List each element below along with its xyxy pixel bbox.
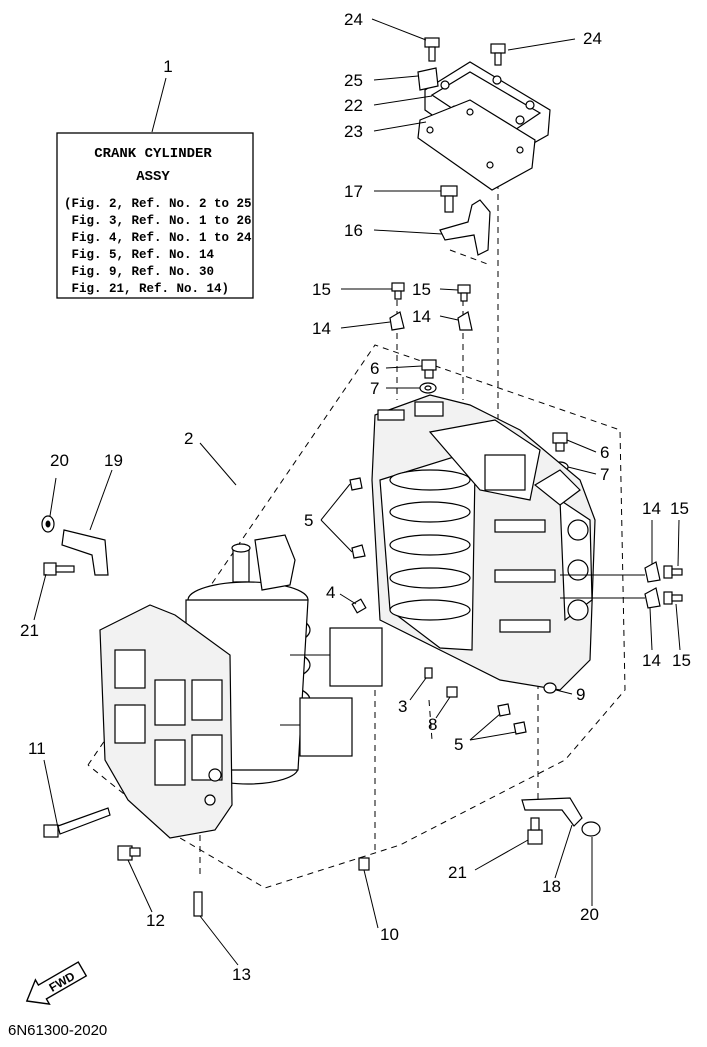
callout-23: 23 [344, 122, 363, 141]
plug-4 [351, 598, 367, 614]
exhaust-gasket [417, 99, 536, 191]
fitting-5-lower-b [513, 721, 527, 735]
clip-14-top-right [457, 311, 473, 331]
legend-line-4: Fig. 5, Ref. No. 14 [64, 248, 215, 262]
callout-13: 13 [232, 965, 251, 984]
bolt-15-top-right [457, 284, 471, 302]
plug-6-right [552, 432, 568, 452]
plug-12 [117, 845, 141, 861]
callout-17: 17 [344, 182, 363, 201]
crankcase [99, 604, 233, 839]
clip-25 [417, 67, 439, 91]
callout-15-right-bottom: 15 [672, 651, 691, 670]
bracket-19 [61, 529, 109, 576]
callout-16: 16 [344, 221, 363, 240]
legend-title-line2: ASSY [136, 169, 170, 185]
callout-21-right: 21 [448, 863, 467, 882]
callout-15-right-top: 15 [670, 499, 689, 518]
callout-6-right: 6 [600, 443, 609, 462]
callout-14-right-bottom: 14 [642, 651, 661, 670]
fitting-5-upper-b [351, 544, 366, 559]
callout-24-right: 24 [583, 29, 602, 48]
bracket-16 [439, 199, 491, 256]
callout-7-right: 7 [600, 465, 609, 484]
assembly-dashed-outline [87, 344, 626, 889]
clip-14-right-b [644, 587, 661, 609]
clip-14-right-a [644, 561, 661, 583]
plug-6-upper [421, 359, 437, 379]
callout-4: 4 [326, 583, 335, 602]
callout-14-top-left: 14 [312, 319, 331, 338]
callout-10: 10 [380, 925, 399, 944]
legend-line-2: Fig. 3, Ref. No. 1 to 26 [64, 214, 252, 228]
bolt-24-right [490, 43, 506, 66]
legend-line-5: Fig. 9, Ref. No. 30 [64, 265, 214, 279]
callout-22: 22 [344, 96, 363, 115]
callout-19: 19 [104, 451, 123, 470]
callout-11: 11 [28, 739, 46, 758]
diagram-code: 6N61300-2020 [8, 1022, 107, 1039]
callout-21-left: 21 [20, 621, 39, 640]
callout-numbers: 24 24 25 22 23 17 16 15 15 14 14 6 7 6 7… [20, 10, 691, 984]
callout-24-left: 24 [344, 10, 363, 29]
bolt-11 [43, 807, 111, 838]
callout-6-upper: 6 [370, 359, 379, 378]
callout-15-top-right: 15 [412, 280, 431, 299]
callout-2: 2 [184, 429, 193, 448]
legend-box: 1 CRANK CYLINDER ASSY (Fig. 2, Ref. No. … [56, 57, 254, 299]
callout-20-right: 20 [580, 905, 599, 924]
bolt-17 [440, 185, 458, 213]
bolt-24-left [424, 37, 440, 62]
bolt-15-right-b [663, 591, 683, 605]
callout-18: 18 [542, 877, 561, 896]
legend-line-1: (Fig. 2, Ref. No. 2 to 25 [64, 197, 252, 211]
callout-3: 3 [398, 697, 407, 716]
callout-20-left: 20 [50, 451, 69, 470]
dowel-3 [424, 667, 433, 679]
fwd-arrow-icon: FWD [25, 961, 88, 1006]
callout-7-upper: 7 [370, 379, 379, 398]
clip-14-top-left [389, 311, 405, 331]
legend-title-line1: CRANK CYLINDER [94, 146, 212, 162]
plug-8 [446, 686, 458, 698]
callout-14-top-right: 14 [412, 307, 431, 326]
pipe-18 [521, 797, 583, 827]
legend-line-3: Fig. 4, Ref. No. 1 to 24 [64, 231, 252, 245]
bolt-15-right-a [663, 565, 683, 579]
callout-12: 12 [146, 911, 165, 930]
callout-25: 25 [344, 71, 363, 90]
dowel-10 [358, 857, 370, 871]
callout-15-top-left: 15 [312, 280, 331, 299]
fitting-5-lower-a [497, 703, 511, 717]
callout-14-right-top: 14 [642, 499, 661, 518]
stud-13 [193, 891, 203, 917]
legend-line-6: Fig. 21, Ref. No. 14) [64, 282, 229, 296]
callout-5-upper: 5 [304, 511, 313, 530]
bolt-21-right [527, 817, 543, 845]
callout-5-lower: 5 [454, 735, 463, 754]
plug-9 [543, 682, 557, 694]
callout-1: 1 [163, 57, 172, 76]
callout-9: 9 [576, 685, 585, 704]
bolt-21-left [43, 562, 75, 576]
callout-leaders [33, 18, 681, 966]
cylinder-block [371, 394, 596, 691]
callout-8: 8 [428, 715, 437, 734]
bolt-15-top-left [391, 282, 405, 300]
washer-20-left [41, 515, 55, 533]
fitting-5-upper-a [349, 477, 363, 491]
plug-20-right [581, 821, 601, 837]
